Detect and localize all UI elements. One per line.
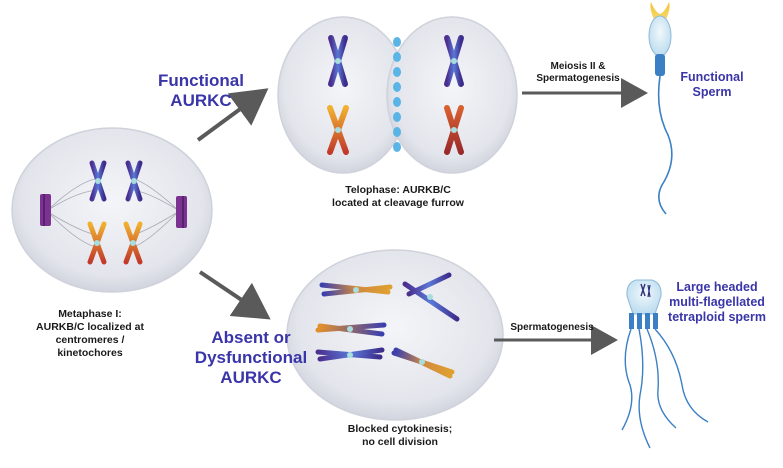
meiosis-label: Meiosis II & Spermatogenesis [520, 61, 636, 85]
functional-aurkc-label: Functional AURKC [146, 71, 256, 111]
label-line: Functional [680, 70, 744, 84]
label-line: AURKB/C localized at [36, 321, 144, 333]
chromosome-icon [444, 35, 464, 87]
metaphase-label: Metaphase I: AURKB/C localized at centro… [16, 308, 164, 360]
blocked-cell [286, 249, 504, 421]
cleavage-furrow [393, 37, 401, 152]
label-line: Functional [158, 71, 244, 90]
large-headed-label: Large headed multi-flagellated tetraploi… [656, 280, 778, 325]
spermatogenesis-label: Spermatogenesis [494, 322, 610, 334]
label-line: kinetochores [57, 347, 123, 359]
tetraploid-sperm-icon [621, 279, 709, 449]
chromosome-icon [328, 35, 348, 87]
chromosome-icon [391, 347, 455, 379]
label-line: Telophase: AURKB/C [345, 184, 451, 196]
label-line: Blocked cytokinesis; [347, 423, 453, 435]
chromosome-icon [444, 105, 464, 155]
label-line: located at cleavage furrow [332, 197, 464, 209]
label-line: centromeres / [55, 334, 125, 346]
label-line: Spermatogenesis [536, 73, 620, 84]
arrow-icon [196, 88, 269, 142]
chromosome-icon [315, 322, 387, 337]
label-line: AURKC [170, 91, 232, 110]
label-line: Meiosis II & [550, 61, 606, 72]
label-line: no cell division [362, 436, 438, 448]
sperm-icon [648, 2, 673, 215]
absent-aurkc-label: Absent or Dysfunctional AURKC [186, 328, 316, 388]
label-line: Absent or [211, 328, 291, 347]
telophase-cell [277, 16, 518, 174]
blocked-label: Blocked cytokinesis; no cell division [330, 423, 470, 449]
centrosome-icon [176, 196, 187, 228]
label-line: Sperm [692, 85, 732, 99]
chromosome-icon [87, 221, 107, 265]
arrow-icon [198, 270, 271, 320]
label-line: Dysfunctional [194, 348, 308, 367]
label-line: Metaphase I: [58, 308, 122, 320]
metaphase-cell [11, 127, 213, 293]
centrosome-icon [40, 194, 51, 226]
label-line: AURKC [220, 368, 282, 387]
functional-sperm-label: Functional Sperm [672, 70, 752, 100]
chromosome-icon [402, 272, 460, 322]
chromosome-icon [319, 282, 393, 297]
chromosome-icon [89, 160, 107, 202]
label-line: tetraploid sperm [668, 310, 766, 324]
chromosome-icon [125, 160, 143, 202]
label-line: Large headed [676, 280, 758, 294]
label-line: Spermatogenesis [510, 322, 594, 333]
telophase-label: Telophase: AURKB/C located at cleavage f… [320, 184, 476, 210]
chromosome-icon [327, 105, 349, 155]
label-line: multi-flagellated [669, 295, 765, 309]
chromosome-icon [123, 221, 143, 265]
chromosome-icon [315, 347, 385, 362]
